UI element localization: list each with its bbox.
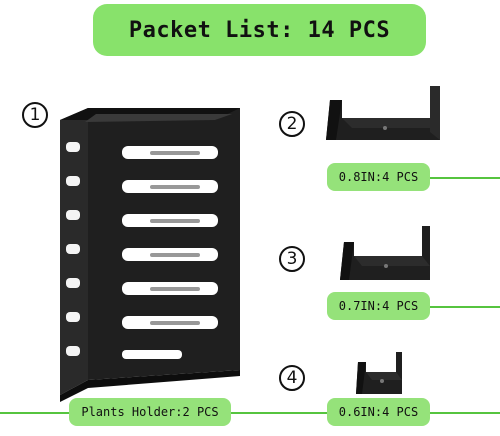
- label-0-8in: 0.8IN:4 PCS: [327, 163, 430, 191]
- label-0-6in: 0.6IN:4 PCS: [327, 398, 430, 426]
- item-number-4-badge: 4: [279, 365, 305, 391]
- item-number-2-badge: 2: [279, 111, 305, 137]
- item-number-1-badge: 1: [22, 102, 48, 128]
- item-number-3-badge: 3: [279, 246, 305, 272]
- label-0-7in: 0.7IN:4 PCS: [327, 292, 430, 320]
- packet-list-banner: Packet List: 14 PCS: [93, 4, 426, 56]
- label-plants-holder: Plants Holder:2 PCS: [69, 398, 231, 426]
- connector-line-3: [430, 306, 500, 308]
- connector-line-2: [430, 177, 500, 179]
- connector-line-bottom: [0, 412, 500, 414]
